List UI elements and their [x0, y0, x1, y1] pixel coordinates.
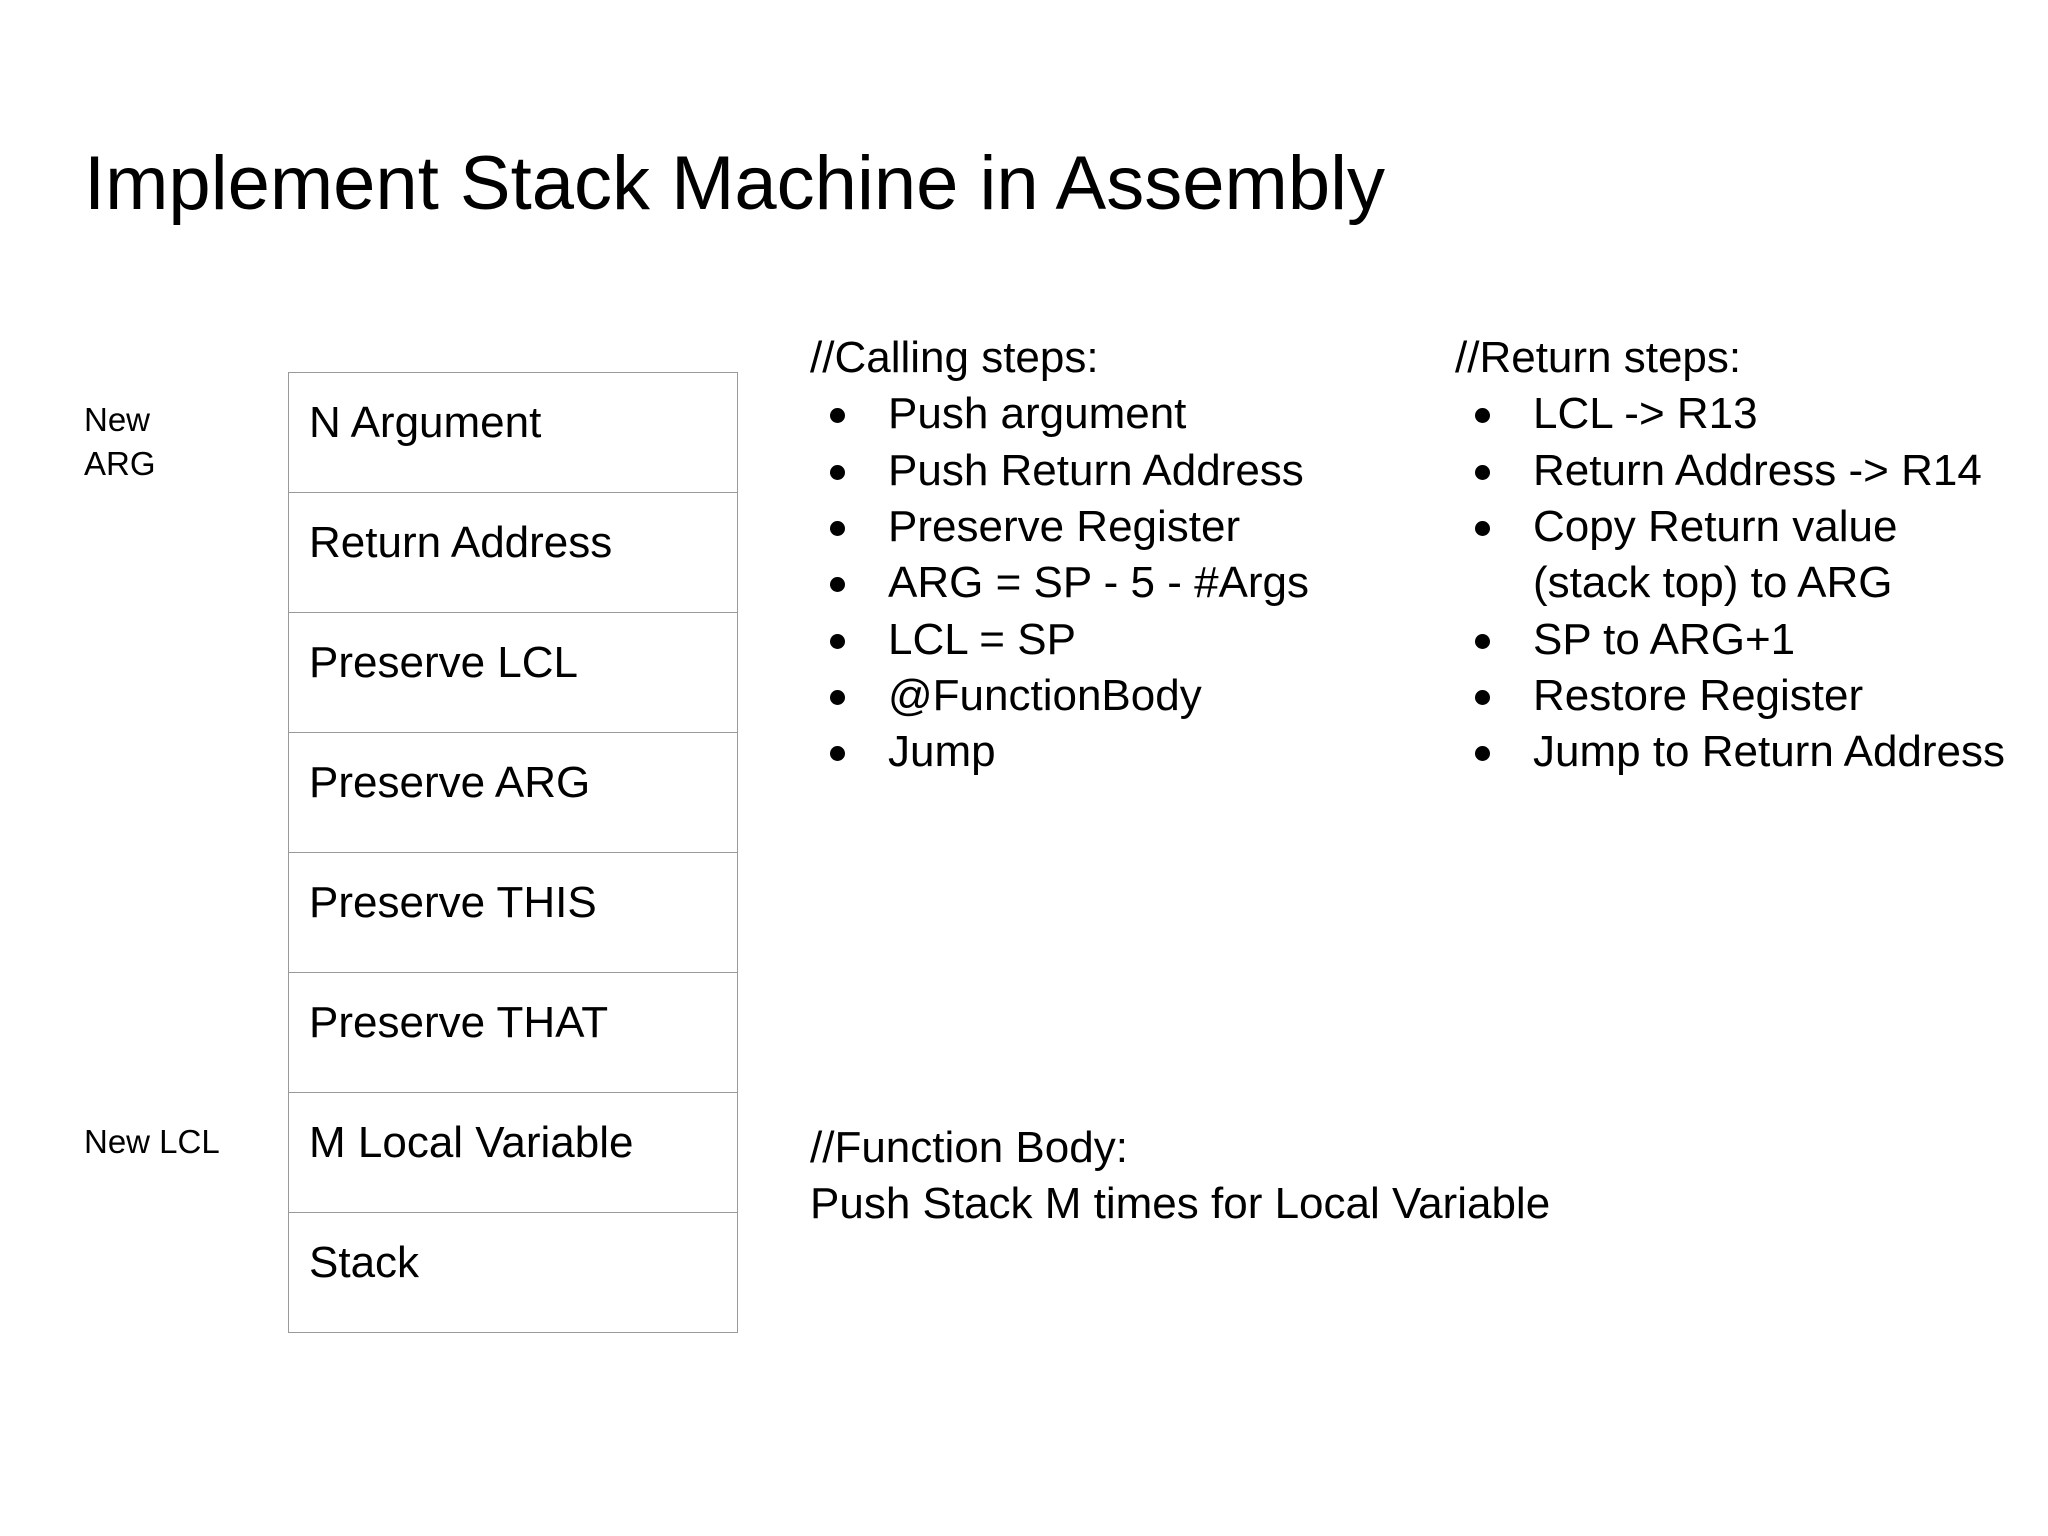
- table-row: Preserve LCL: [288, 612, 738, 733]
- table-row: Preserve ARG: [288, 732, 738, 853]
- stack-cell-label: Stack: [309, 1237, 420, 1287]
- list-item: Restore Register: [1455, 668, 2015, 724]
- label-new-arg: New ARG: [84, 401, 156, 482]
- page-title: Implement Stack Machine in Assembly: [84, 141, 1385, 226]
- list-item-label: SP to ARG+1: [1533, 614, 1796, 664]
- stack-cell-stack: Stack: [288, 1212, 738, 1333]
- stack-cell-preserve-arg: Preserve ARG: [288, 732, 738, 853]
- stack-cell-label: Preserve LCL: [309, 637, 579, 687]
- table-row: Return Address: [288, 492, 738, 613]
- list-item-label: Preserve Register: [888, 501, 1241, 551]
- list-item: Jump to Return Address: [1455, 724, 2015, 780]
- bullet-dot-icon: [1475, 689, 1490, 705]
- bullet-dot-icon: [830, 464, 845, 480]
- list-item-label: LCL = SP: [888, 614, 1076, 664]
- list-item: ARG = SP - 5 - #Args: [810, 555, 1430, 611]
- list-item: SP to ARG+1: [1455, 612, 2015, 668]
- stack-frame-table: N Argument Return Address Preserve LCL P…: [288, 372, 738, 1333]
- bullet-dot-icon: [830, 633, 845, 649]
- label-new-lcl: New LCL: [84, 1123, 220, 1160]
- stack-cell-label: Preserve ARG: [309, 757, 591, 807]
- list-item: LCL -> R13: [1455, 386, 2015, 442]
- bullet-dot-icon: [830, 689, 845, 705]
- stack-cell-label: Return Address: [309, 517, 613, 567]
- stack-cell-label: M Local Variable: [309, 1117, 634, 1167]
- return-steps-list: LCL -> R13 Return Address -> R14 Copy Re…: [1455, 386, 2015, 780]
- calling-steps-block: //Calling steps: Push argument Push Retu…: [810, 330, 1430, 781]
- stack-cell-label: Preserve THIS: [309, 877, 597, 927]
- bullet-dot-icon: [1475, 464, 1490, 480]
- list-item: Return Address -> R14: [1455, 443, 2015, 499]
- list-item-label: Return Address -> R14: [1533, 445, 1982, 495]
- list-item: Push argument: [810, 386, 1430, 442]
- list-item-label: @FunctionBody: [888, 670, 1202, 720]
- bullet-dot-icon: [830, 520, 845, 536]
- table-row: M Local Variable: [288, 1092, 738, 1213]
- list-item: LCL = SP: [810, 612, 1430, 668]
- table-row: Preserve THAT: [288, 972, 738, 1093]
- list-item-label: Restore Register: [1533, 670, 1864, 720]
- list-item-label: ARG = SP - 5 - #Args: [888, 558, 1310, 608]
- list-item-label: Copy Return value (stack top) to ARG: [1533, 501, 1898, 608]
- list-item: Jump: [810, 724, 1430, 780]
- stack-cell-preserve-that: Preserve THAT: [288, 972, 738, 1093]
- bullet-dot-icon: [830, 746, 845, 762]
- list-item-label: Jump to Return Address: [1533, 727, 2006, 777]
- return-steps-block: //Return steps: LCL -> R13 Return Addres…: [1455, 330, 2015, 781]
- list-item-label: Jump: [888, 727, 996, 777]
- table-row: Preserve THIS: [288, 852, 738, 973]
- list-item: Push Return Address: [810, 443, 1430, 499]
- bullet-dot-icon: [1475, 746, 1490, 762]
- bullet-dot-icon: [830, 408, 845, 424]
- list-item-label: LCL -> R13: [1533, 389, 1758, 439]
- table-row: N Argument: [288, 372, 738, 493]
- bullet-dot-icon: [1475, 520, 1490, 536]
- list-item-label: Push argument: [888, 389, 1187, 439]
- list-item: @FunctionBody: [810, 668, 1430, 724]
- list-item-label: Push Return Address: [888, 445, 1304, 495]
- bullet-dot-icon: [1475, 408, 1490, 424]
- function-body-block: //Function Body: Push Stack M times for …: [810, 1120, 1710, 1233]
- table-row: Stack: [288, 1212, 738, 1333]
- list-item: Copy Return value (stack top) to ARG: [1455, 499, 2015, 612]
- function-body-heading: //Function Body:: [810, 1123, 1128, 1172]
- stack-cell-m-local-variable: M Local Variable: [288, 1092, 738, 1213]
- stack-cell-label: N Argument: [309, 397, 542, 447]
- stack-cell-preserve-this: Preserve THIS: [288, 852, 738, 973]
- function-body-line: Push Stack M times for Local Variable: [810, 1179, 1551, 1229]
- list-item: Preserve Register: [810, 499, 1430, 555]
- calling-steps-heading: //Calling steps:: [810, 333, 1099, 382]
- bullet-dot-icon: [1475, 633, 1490, 649]
- stack-cell-n-argument: N Argument: [288, 372, 738, 493]
- stack-cell-return-address: Return Address: [288, 492, 738, 613]
- stack-cell-label: Preserve THAT: [309, 997, 609, 1047]
- calling-steps-list: Push argument Push Return Address Preser…: [810, 386, 1430, 780]
- bullet-dot-icon: [830, 577, 845, 593]
- return-steps-heading: //Return steps:: [1455, 333, 1742, 382]
- stack-cell-preserve-lcl: Preserve LCL: [288, 612, 738, 733]
